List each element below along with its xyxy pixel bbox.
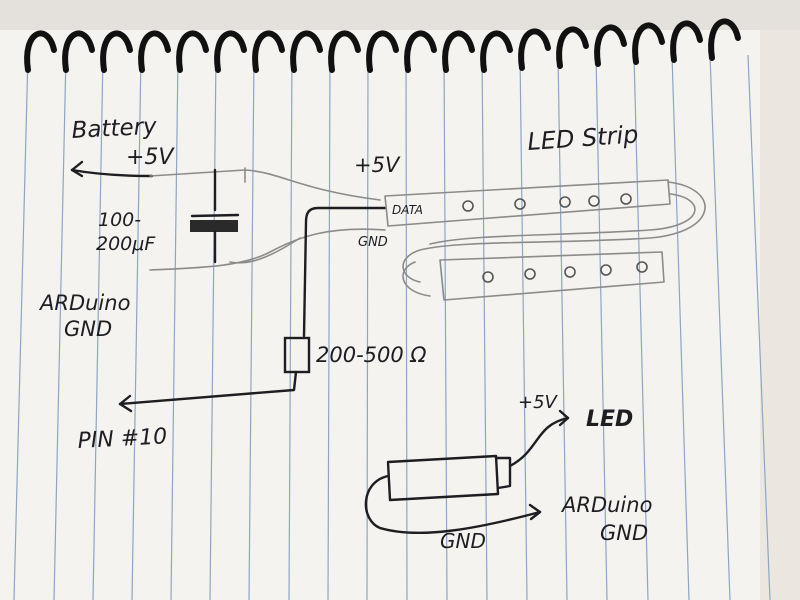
capacitor-symbol xyxy=(190,168,240,264)
led-strip-lower xyxy=(439,251,665,301)
ground-wire xyxy=(149,228,386,271)
capacitor-label-line: 200μF xyxy=(96,233,156,255)
led-strip-upper xyxy=(384,179,671,227)
gnd-pin-label: GND xyxy=(358,235,388,250)
legend-led-label: LED xyxy=(586,407,633,432)
supply-wire xyxy=(149,169,381,201)
pin-wire xyxy=(118,370,298,406)
capacitor-label-line: 100- xyxy=(98,209,141,231)
arduino-gnd-left-line: GND xyxy=(64,317,112,341)
data-pin-label: DATA xyxy=(392,203,423,217)
labels: Battery +5V 100- 200μF ARDuino GND +5V D… xyxy=(38,114,659,553)
legend-arduino-gnd-line: ARDuino xyxy=(560,493,652,517)
data-wire xyxy=(302,206,387,338)
spiral-binding xyxy=(0,0,800,73)
legend-voltage-label: +5V xyxy=(518,392,559,413)
battery-voltage-label: +5V xyxy=(126,145,175,170)
battery-label: Battery xyxy=(71,114,158,144)
arduino-gnd-left-line: ARDuino xyxy=(38,291,130,315)
legend-gnd-label: GND xyxy=(440,529,486,553)
resistor-label: 200-500 Ω xyxy=(316,343,426,367)
strip-fold xyxy=(402,181,706,283)
legend-arduino-gnd-line: GND xyxy=(600,521,648,545)
legend-battery-pack xyxy=(364,409,570,535)
legend-arduino-gnd-label: ARDuino GND xyxy=(560,493,659,545)
arduino-gnd-left-label: ARDuino GND xyxy=(38,291,137,341)
battery-arrow xyxy=(70,168,154,178)
strip-voltage-label: +5V xyxy=(354,153,401,177)
wiring xyxy=(70,160,706,535)
capacitor-label: 100- 200μF xyxy=(96,209,156,255)
pin-label: PIN #10 xyxy=(77,424,168,454)
ruled-lines xyxy=(13,54,771,600)
